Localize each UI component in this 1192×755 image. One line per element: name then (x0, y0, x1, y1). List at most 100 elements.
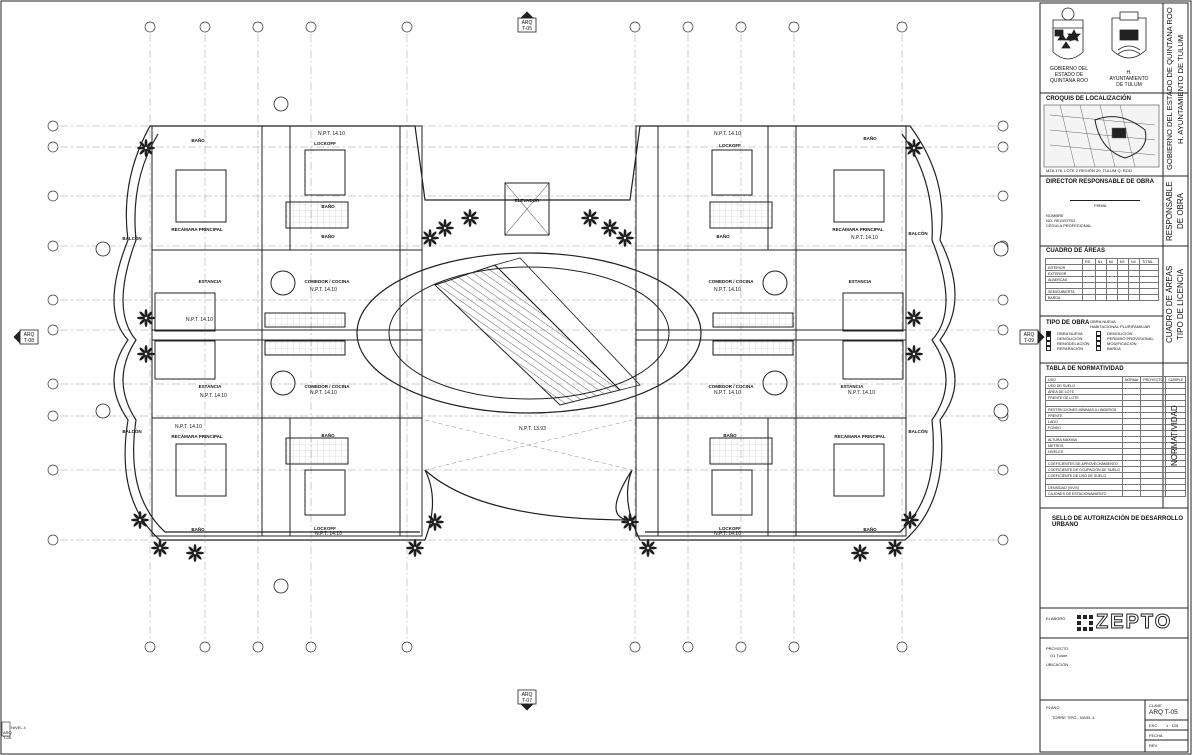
room-label-lockoff: LOCKOFF (314, 526, 336, 531)
plant-leaf (413, 539, 417, 547)
rev-label: REV (1149, 743, 1158, 748)
plant-leaf (915, 352, 923, 356)
plant-leaf (471, 216, 479, 220)
room-label-recamara: RECÁMARA PRINCIPAL (832, 226, 884, 232)
room-label-estancia: ESTANCIA (199, 384, 222, 389)
plant-leaf (147, 146, 155, 150)
plant-leaf (630, 522, 637, 529)
room-label-comedor: COMEDOR / COCINA (709, 279, 755, 284)
grid-bubble (252, 21, 264, 33)
plant-leaf (433, 513, 437, 521)
plant-leaf (623, 522, 630, 529)
room-label-bano: BAÑO (723, 432, 737, 438)
table-row: ALBERCAS (1045, 276, 1159, 283)
grid-bubble (47, 324, 59, 336)
central-atrium (356, 182, 702, 471)
svg-text:N.P.T. 14.10: N.P.T. 14.10 (714, 131, 741, 137)
plant-leaf (193, 544, 197, 552)
checkbox-permiso[interactable] (1096, 336, 1101, 341)
grid-bubble (997, 190, 1009, 202)
grid-bubble (47, 141, 59, 153)
svg-text:T-09: T-09 (1024, 338, 1034, 344)
grid-bubble (199, 21, 211, 33)
checkbox-reparacion[interactable] (1046, 346, 1051, 351)
checkbox-demolicion-2[interactable] (1096, 331, 1101, 336)
checkbox-obra-nueva[interactable] (1046, 331, 1051, 336)
plant-leaf (893, 539, 897, 547)
room-label-lockoff: LOCKOFF (719, 143, 741, 148)
svg-text:N.P.T. 14.10: N.P.T. 14.10 (200, 393, 227, 399)
plant-leaf (139, 318, 146, 325)
grid-bubble (682, 641, 694, 653)
plant-leaf (905, 352, 913, 356)
plant-leaf (583, 218, 590, 225)
grid-bubble (682, 21, 694, 33)
side-header-gov: GOBIERNO DEL ESTADO DE QUINTANA ROO H. A… (1165, 7, 1185, 171)
plant-leaf (853, 553, 860, 560)
svg-text:N.P.T. 13.93: N.P.T. 13.93 (519, 426, 546, 432)
plant-leaf (139, 347, 146, 354)
plant-leaf (408, 541, 415, 548)
checkbox-demolicion[interactable] (1046, 336, 1051, 341)
side-areas: CUADRO DE ÁREAS TIPO DE LICENCIA (1165, 265, 1185, 344)
plant-leaf (903, 520, 910, 527)
plant-leaf (623, 515, 630, 522)
plant-leaf (901, 518, 909, 522)
dro-title: DIRECTOR RESPONSABLE DE OBRA (1046, 179, 1154, 185)
plant-leaf (147, 316, 155, 320)
plant-leaf (138, 511, 142, 519)
grid-bubble (997, 141, 1009, 153)
room-label-balcon: BALCÓN (122, 234, 141, 241)
plant-leaf (423, 238, 430, 245)
plant-leaf (161, 546, 169, 550)
plant-leaf (907, 354, 914, 361)
room-label-bano: BAÑO (863, 526, 877, 532)
checkbox-remodelacion[interactable] (1046, 341, 1051, 346)
room-label-estancia: ESTANCIA (199, 279, 222, 284)
svg-text:T-05: T-05 (3, 735, 12, 740)
left-wing (151, 125, 423, 537)
room-label-comedor: COMEDOR / COCINA (709, 384, 755, 389)
plant-leaf (912, 355, 916, 363)
grid-bubble (997, 378, 1009, 390)
fecha-label: FECHA (1149, 733, 1163, 738)
croquis-caption: MZA 176, LOTE 2 REGIÓN 20, TULUM Q. ROO (1046, 168, 1132, 173)
plant-leaf (908, 511, 912, 519)
room-label-bano: BAÑO (321, 203, 335, 209)
section-marks (13, 11, 1045, 711)
plant-leaf (153, 541, 160, 548)
plant-leaf (905, 316, 913, 320)
plant-leaf (608, 229, 612, 237)
svg-text:N.P.T. 14.10: N.P.T. 14.10 (714, 287, 741, 293)
room-label-bano: BAÑO (191, 526, 205, 532)
plant-leaf (914, 148, 921, 155)
table-row (1045, 282, 1159, 289)
plant-leaf (903, 513, 910, 520)
grid-bubble (997, 464, 1009, 476)
plant-leaf (625, 238, 632, 245)
grid-bubble (305, 21, 317, 33)
plant-leaf (905, 146, 913, 150)
state-shield-logo (1052, 7, 1084, 60)
svg-text:ARQ: ARQ (1024, 332, 1035, 338)
plant-leaf (603, 221, 610, 228)
room-label-lockoff: LOCKOFF (314, 141, 336, 146)
plant-leaf (468, 219, 472, 227)
proyecto-value: G1 Tulum (1050, 653, 1068, 658)
plant-leaf (139, 148, 146, 155)
checkbox-barda[interactable] (1096, 346, 1101, 351)
grid-bubble (47, 240, 59, 252)
grid-bubble (401, 641, 413, 653)
svg-text:N.P.T. 14.10: N.P.T. 14.10 (714, 531, 741, 537)
plant-leaf (443, 219, 447, 227)
plant-leaf (470, 211, 477, 218)
plant-leaf (438, 228, 445, 235)
checkbox-modificacion[interactable] (1096, 341, 1101, 346)
plant-leaf (626, 236, 634, 240)
plant-leaf (443, 229, 447, 237)
plant-leaf (608, 219, 612, 227)
plant-leaf (581, 216, 589, 220)
plant-leaf (158, 539, 162, 547)
plant-leaf (915, 146, 923, 150)
